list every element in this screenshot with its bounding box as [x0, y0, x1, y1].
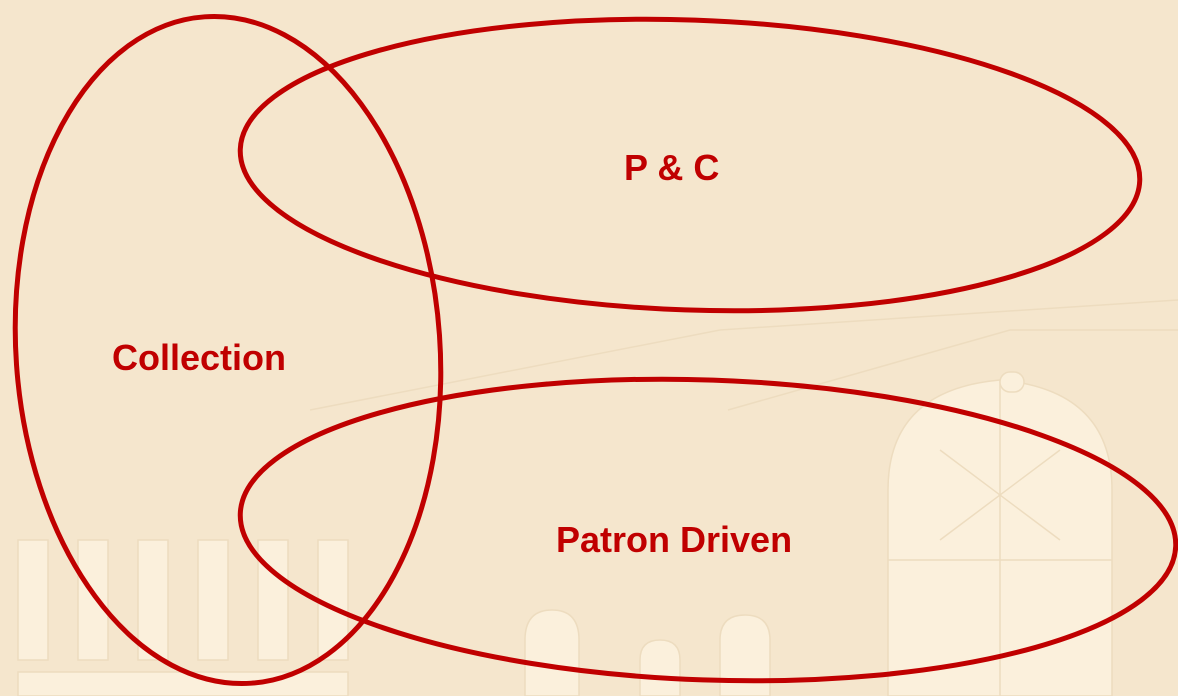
- patron-driven-label: Patron Driven: [556, 519, 793, 560]
- pc-ellipse: [237, 16, 1143, 314]
- patron-driven-ellipse: [237, 376, 1178, 684]
- pc-label: P & C: [624, 147, 720, 188]
- collection-label: Collection: [112, 337, 287, 378]
- collection-ellipse: [12, 13, 444, 687]
- background-building-art: [17, 299, 1178, 696]
